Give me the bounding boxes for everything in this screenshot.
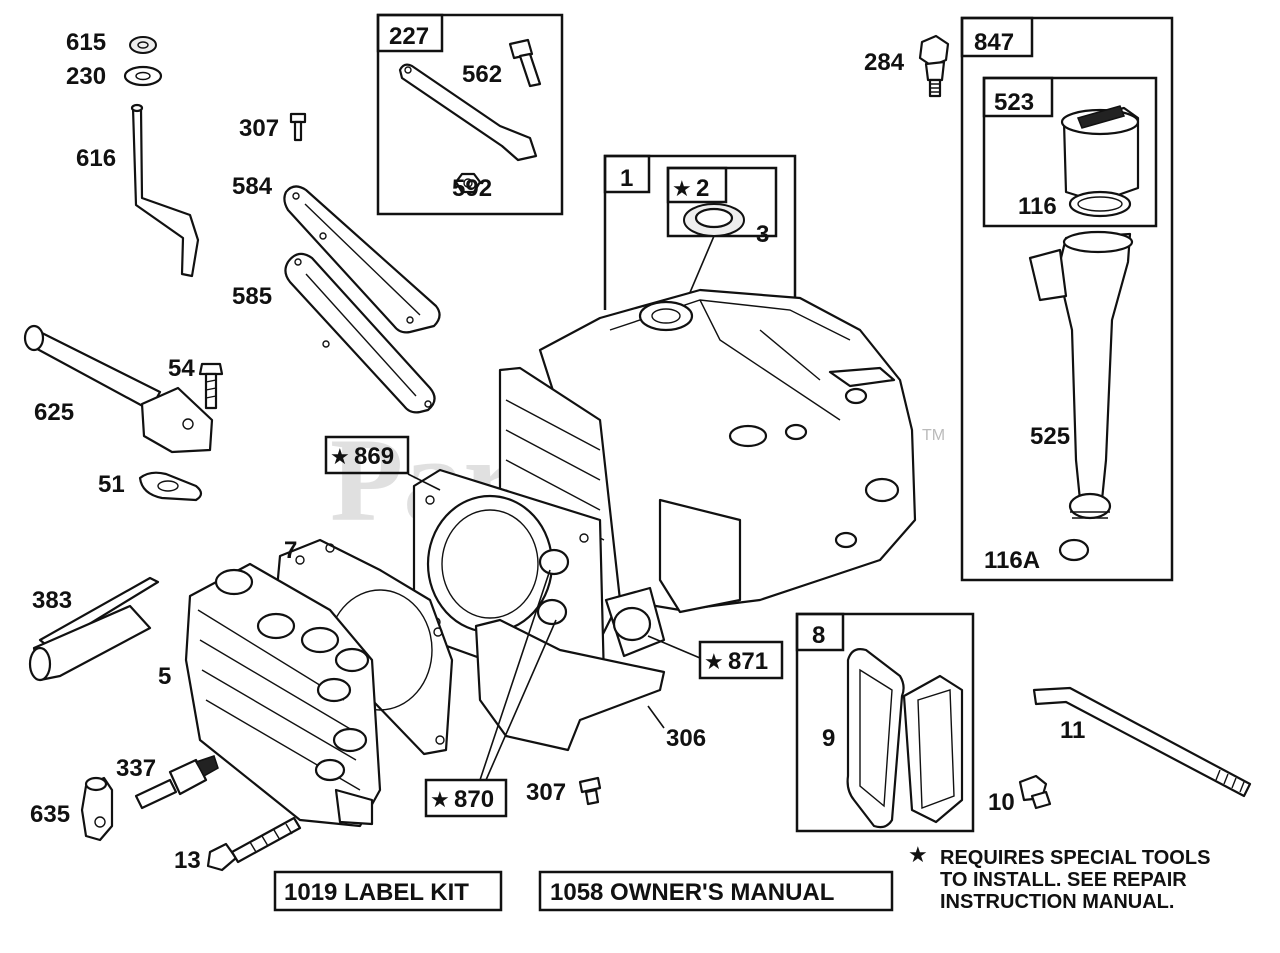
label-9: 9	[822, 725, 835, 752]
box-label-847: 847	[974, 29, 1014, 56]
box-label-8: 8	[812, 622, 825, 649]
owners-manual-text: 1058 OWNER'S MANUAL	[550, 879, 834, 906]
part-3-oil-seal[interactable]	[683, 203, 745, 237]
box-1-frame	[603, 154, 797, 310]
label-7: 7	[284, 537, 297, 564]
part-307-screw-top[interactable]	[289, 112, 307, 142]
box-label-870: 870	[454, 786, 494, 813]
label-3: 3	[756, 221, 769, 248]
box-label-523: 523	[994, 89, 1034, 116]
part-230-washer[interactable]	[123, 65, 163, 87]
box-label-227: 227	[389, 23, 429, 50]
label-51: 51	[98, 471, 125, 498]
box-871[interactable]	[698, 640, 784, 680]
part-585-gasket[interactable]	[284, 252, 436, 414]
part-13-head-bolt[interactable]	[206, 816, 302, 872]
part-284-plug[interactable]	[918, 34, 950, 98]
special-tool-star-870: ★	[430, 788, 450, 813]
label-562: 562	[462, 61, 502, 88]
label-585: 585	[232, 283, 272, 310]
label-54: 54	[168, 355, 195, 382]
box-label-1: 1	[620, 165, 633, 192]
note-line-3: INSTRUCTION MANUAL.	[940, 891, 1174, 913]
label-284: 284	[864, 49, 905, 76]
label-230: 230	[66, 63, 106, 90]
label-525: 525	[1030, 423, 1070, 450]
box-label-2: 2	[696, 175, 709, 202]
label-13: 13	[174, 847, 201, 874]
box-847-dipstick-assembly[interactable]	[960, 16, 1174, 582]
label-584: 584	[232, 173, 273, 200]
part-307-screw-bottom[interactable]	[578, 776, 602, 806]
label-116: 116	[1018, 193, 1057, 220]
part-383-tube[interactable]	[28, 576, 160, 682]
note-line-2: TO INSTALL. SEE REPAIR	[940, 869, 1187, 891]
label-306: 306	[666, 725, 706, 752]
part-11-breather-tube[interactable]	[1032, 686, 1252, 798]
label-5: 5	[158, 663, 171, 690]
part-10-screw[interactable]	[1018, 774, 1052, 810]
part-5-cylinder-head[interactable]	[184, 562, 382, 828]
label-307-bottom: 307	[526, 779, 566, 806]
part-1-cylinder-block[interactable]	[412, 288, 917, 696]
part-51-gasket[interactable]	[138, 471, 203, 502]
part-616-governor-shaft[interactable]	[130, 103, 200, 278]
part-337-spark-plug[interactable]	[134, 755, 219, 810]
box-870[interactable]	[424, 778, 508, 818]
label-635: 635	[30, 801, 70, 828]
leader-869	[407, 473, 441, 491]
part-54-bolt[interactable]	[198, 362, 224, 410]
label-383: 383	[32, 587, 72, 614]
box-869[interactable]	[324, 435, 410, 475]
label-625: 625	[34, 399, 74, 426]
label-307-top: 307	[239, 115, 279, 142]
special-tool-star-871: ★	[704, 650, 724, 675]
label-10: 10	[988, 789, 1015, 816]
part-635-terminal[interactable]	[80, 776, 114, 842]
label-116a: 116A	[984, 547, 1040, 574]
box-label-869: 869	[354, 443, 394, 470]
leader-871	[647, 635, 701, 659]
box-label-871: 871	[728, 648, 768, 675]
label-11: 11	[1060, 717, 1085, 744]
label-kit-text: 1019 LABEL KIT	[284, 879, 469, 906]
label-337: 337	[116, 755, 156, 782]
label-kit-box[interactable]	[273, 870, 503, 912]
note-line-1: REQUIRES SPECIAL TOOLS	[940, 847, 1210, 869]
label-592: 592	[452, 175, 492, 202]
part-584-gasket[interactable]	[283, 185, 441, 334]
label-615: 615	[66, 29, 106, 56]
watermark-trademark: TM	[922, 427, 945, 444]
label-616: 616	[76, 145, 116, 172]
leader-870	[479, 569, 557, 781]
leader-306	[647, 705, 665, 729]
special-tool-star-2: ★	[672, 177, 692, 202]
note-star-symbol: ★	[908, 843, 928, 868]
box-227-assembly[interactable]	[376, 13, 564, 216]
box-8-breather-assembly[interactable]	[795, 612, 975, 833]
owners-manual-box[interactable]	[538, 870, 894, 912]
part-615-washer[interactable]	[129, 36, 157, 54]
part-625-breather-tube[interactable]	[23, 324, 214, 454]
special-tool-star-869: ★	[330, 445, 350, 470]
